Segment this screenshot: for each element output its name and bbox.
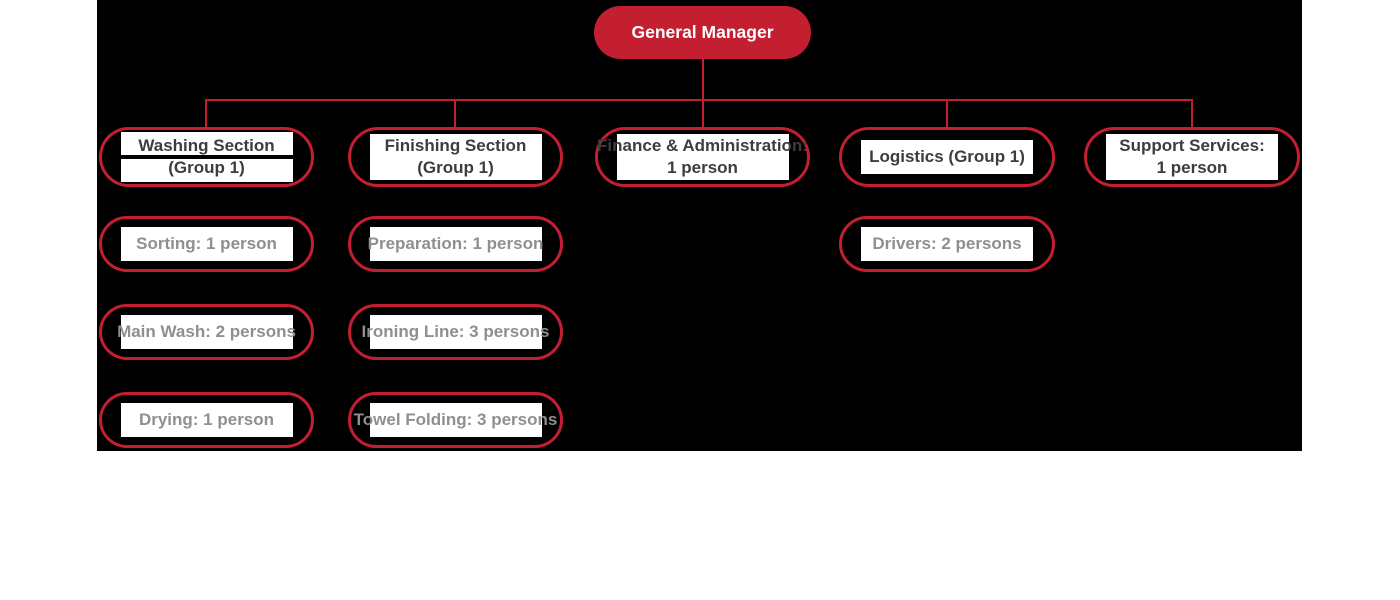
node-support-services: Support Services: 1 person bbox=[1084, 127, 1300, 187]
node-label-line: Drying: 1 person bbox=[138, 410, 275, 429]
node-general-manager: General Manager bbox=[594, 6, 811, 59]
connector-stem-washing bbox=[205, 100, 207, 128]
node-washing-section: Washing Section (Group 1) bbox=[99, 127, 314, 187]
label-highlight bbox=[861, 140, 1033, 174]
node-label-line: Main Wash: 2 persons bbox=[117, 322, 296, 341]
node-label: Drying: 1 person bbox=[139, 409, 274, 431]
label-highlight bbox=[369, 315, 542, 349]
node-label-line: Ironing Line: 3 persons bbox=[361, 322, 550, 341]
node-label-line: 1 person bbox=[1156, 158, 1228, 177]
node-label: Logistics (Group 1) bbox=[869, 146, 1025, 168]
node-label: Support Services: 1 person bbox=[1119, 135, 1265, 179]
connector-stem-finishing bbox=[454, 100, 456, 128]
node-label-line: Finishing Section bbox=[384, 136, 527, 155]
connector-horizontal-bus bbox=[205, 99, 1193, 101]
node-label-line: (Group 1) bbox=[168, 158, 245, 177]
node-label: Finance & Administration: 1 person bbox=[597, 135, 808, 179]
node-main-wash: Main Wash: 2 persons bbox=[99, 304, 314, 360]
connector-stem-finance bbox=[702, 100, 704, 128]
label-highlight bbox=[1106, 134, 1278, 180]
node-label: Main Wash: 2 persons bbox=[117, 321, 296, 343]
connector-stem-support bbox=[1191, 100, 1193, 128]
node-label: Drivers: 2 persons bbox=[872, 233, 1021, 255]
label-highlight bbox=[120, 227, 293, 261]
label-highlight bbox=[369, 134, 542, 180]
node-label: Preparation: 1 person bbox=[368, 233, 544, 255]
node-finance-administration: Finance & Administration: 1 person bbox=[595, 127, 810, 187]
node-label: Sorting: 1 person bbox=[136, 233, 277, 255]
node-label-line: Support Services: bbox=[1119, 136, 1265, 155]
node-drivers: Drivers: 2 persons bbox=[839, 216, 1055, 272]
node-label-line: 1 person bbox=[667, 158, 738, 177]
label-highlight bbox=[369, 227, 542, 261]
connector-stem-logistics bbox=[946, 100, 948, 128]
node-label: Finishing Section (Group 1) bbox=[385, 135, 527, 179]
node-drying: Drying: 1 person bbox=[99, 392, 314, 448]
node-finishing-section: Finishing Section (Group 1) bbox=[348, 127, 563, 187]
node-label: Towel Folding: 3 persons bbox=[354, 409, 558, 431]
node-label-line: Logistics (Group 1) bbox=[869, 147, 1025, 166]
node-label: Ironing Line: 3 persons bbox=[362, 321, 550, 343]
label-highlight bbox=[369, 403, 542, 437]
node-label: Washing Section (Group 1) bbox=[138, 135, 274, 179]
node-towel-folding: Towel Folding: 3 persons bbox=[348, 392, 563, 448]
label-highlight bbox=[861, 227, 1033, 261]
node-label-line: Drivers: 2 persons bbox=[872, 234, 1022, 253]
node-logistics: Logistics (Group 1) bbox=[839, 127, 1055, 187]
node-sorting: Sorting: 1 person bbox=[99, 216, 314, 272]
label-highlight bbox=[616, 134, 789, 180]
label-highlight bbox=[120, 132, 293, 182]
node-preparation: Preparation: 1 person bbox=[348, 216, 563, 272]
node-label: General Manager bbox=[631, 22, 774, 42]
label-highlight bbox=[120, 315, 293, 349]
node-ironing-line: Ironing Line: 3 persons bbox=[348, 304, 563, 360]
node-label-line: Preparation: 1 person bbox=[367, 234, 544, 253]
label-highlight bbox=[120, 403, 293, 437]
node-label-line: Towel Folding: 3 persons bbox=[353, 410, 558, 429]
node-label-line: Washing Section bbox=[138, 136, 275, 155]
node-label-line: Sorting: 1 person bbox=[136, 234, 277, 253]
node-label-line: Finance & Administration: bbox=[597, 136, 808, 155]
connector-root-stem bbox=[702, 58, 704, 100]
node-label-line: (Group 1) bbox=[417, 158, 494, 177]
